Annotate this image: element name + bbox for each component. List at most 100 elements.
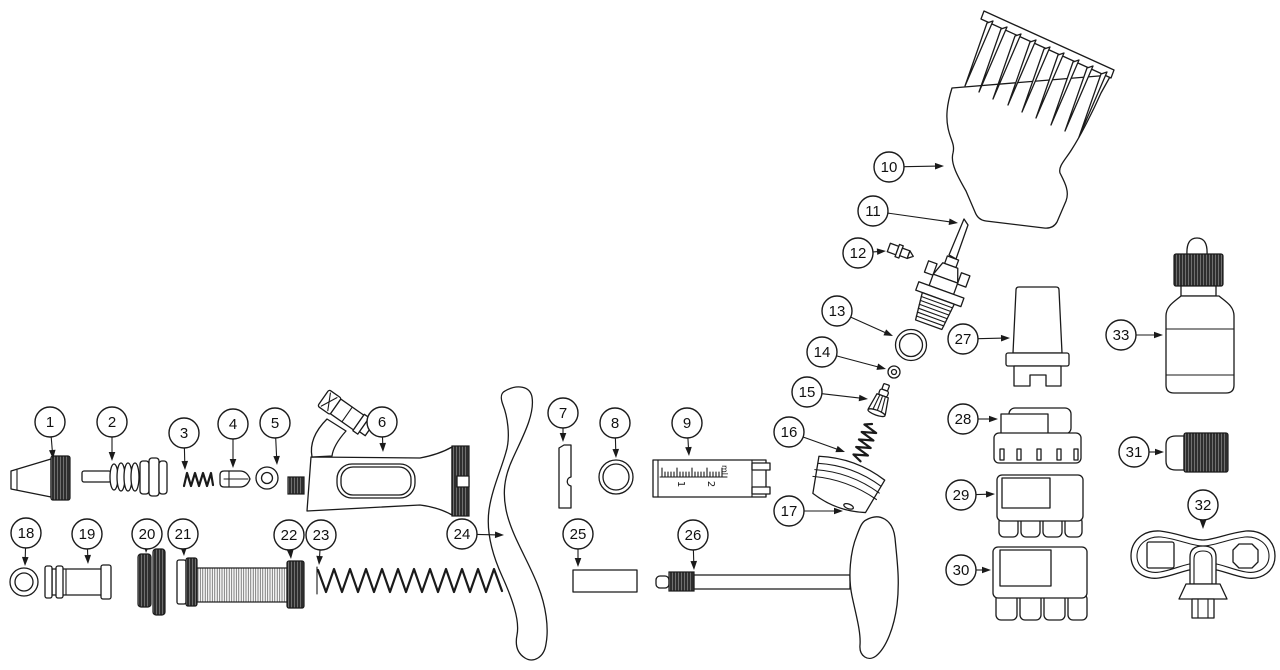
callout-arrow-31 bbox=[1155, 448, 1164, 456]
callout-18[interactable]: 18 bbox=[10, 517, 42, 566]
callout-20[interactable]: 20 bbox=[131, 518, 163, 553]
callout-27[interactable]: 27 bbox=[947, 323, 1010, 355]
part-3 bbox=[182, 471, 215, 488]
callout-23[interactable]: 23 bbox=[305, 519, 337, 565]
part-6-top-valve bbox=[317, 389, 374, 437]
callout-balloon-28[interactable] bbox=[947, 403, 979, 435]
part-17 bbox=[812, 455, 886, 514]
callout-balloon-23[interactable] bbox=[305, 519, 337, 551]
callout-29[interactable]: 29 bbox=[945, 479, 995, 511]
part-26 bbox=[655, 516, 899, 660]
callout-balloon-20[interactable] bbox=[131, 518, 163, 550]
callout-13[interactable]: 13 bbox=[821, 295, 894, 339]
callout-21[interactable]: 21 bbox=[167, 518, 199, 556]
callout-balloon-18[interactable] bbox=[10, 517, 42, 549]
callout-balloon-7[interactable] bbox=[547, 397, 579, 429]
part-14 bbox=[887, 365, 901, 379]
callout-balloon-4[interactable] bbox=[217, 408, 249, 440]
callout-balloon-8[interactable] bbox=[599, 407, 631, 439]
callout-11[interactable]: 11 bbox=[857, 195, 958, 227]
callout-balloon-22[interactable] bbox=[273, 519, 305, 551]
callout-number-3: 3 bbox=[180, 425, 188, 442]
part-9: 1 2 ml bbox=[652, 459, 771, 498]
scale-mark-1: 1 bbox=[675, 481, 686, 487]
callout-3[interactable]: 3 bbox=[168, 417, 200, 470]
callout-31[interactable]: 31 bbox=[1118, 436, 1164, 468]
callout-balloon-33[interactable] bbox=[1105, 319, 1137, 351]
callout-10[interactable]: 10 bbox=[873, 151, 944, 183]
callout-balloon-29[interactable] bbox=[945, 479, 977, 511]
callout-arrow-15 bbox=[858, 394, 868, 402]
callout-balloon-25[interactable] bbox=[562, 518, 594, 550]
callout-balloon-13[interactable] bbox=[821, 295, 853, 327]
callout-arrow-28 bbox=[989, 415, 998, 423]
callout-19[interactable]: 19 bbox=[71, 518, 103, 564]
callout-balloon-17[interactable] bbox=[773, 495, 805, 527]
callout-5[interactable]: 5 bbox=[259, 407, 291, 465]
callout-balloon-9[interactable] bbox=[671, 407, 703, 439]
callout-arrow-23 bbox=[316, 555, 323, 565]
callout-14[interactable]: 14 bbox=[806, 336, 887, 372]
callout-balloon-1[interactable] bbox=[34, 406, 66, 438]
callout-balloon-11[interactable] bbox=[857, 195, 889, 227]
callout-arrow-22 bbox=[286, 549, 294, 559]
part-1 bbox=[10, 455, 71, 501]
callout-number-27: 27 bbox=[955, 331, 972, 348]
callout-balloon-16[interactable] bbox=[773, 416, 805, 448]
callout-17[interactable]: 17 bbox=[773, 495, 843, 527]
callout-balloon-14[interactable] bbox=[806, 336, 838, 368]
callout-25[interactable]: 25 bbox=[562, 518, 594, 567]
callout-arrow-30 bbox=[982, 566, 991, 574]
callout-8[interactable]: 8 bbox=[599, 407, 631, 458]
callout-balloon-27[interactable] bbox=[947, 323, 979, 355]
callout-9[interactable]: 9 bbox=[671, 407, 703, 456]
callout-22[interactable]: 22 bbox=[273, 519, 305, 559]
callout-28[interactable]: 28 bbox=[947, 403, 998, 435]
callout-arrow-1 bbox=[48, 449, 56, 459]
callout-balloon-2[interactable] bbox=[96, 406, 128, 438]
callout-12[interactable]: 12 bbox=[842, 237, 886, 269]
callout-number-16: 16 bbox=[781, 424, 798, 441]
callout-arrow-3 bbox=[181, 460, 189, 470]
callout-number-4: 4 bbox=[229, 416, 237, 433]
callout-33[interactable]: 33 bbox=[1105, 319, 1163, 351]
callout-balloon-12[interactable] bbox=[842, 237, 874, 269]
callout-15[interactable]: 15 bbox=[791, 376, 868, 408]
callout-number-5: 5 bbox=[271, 415, 279, 432]
callout-2[interactable]: 2 bbox=[96, 406, 128, 461]
callout-number-15: 15 bbox=[799, 384, 816, 401]
callout-number-33: 33 bbox=[1113, 327, 1130, 344]
callout-1[interactable]: 1 bbox=[34, 406, 66, 459]
callout-balloon-26[interactable] bbox=[677, 519, 709, 551]
callout-32[interactable]: 32 bbox=[1187, 489, 1219, 529]
callout-4[interactable]: 4 bbox=[217, 408, 249, 468]
callout-26[interactable]: 26 bbox=[677, 519, 709, 570]
callout-16[interactable]: 16 bbox=[773, 416, 846, 455]
callout-balloon-30[interactable] bbox=[945, 554, 977, 586]
callout-balloon-32[interactable] bbox=[1187, 489, 1219, 521]
callout-number-14: 14 bbox=[814, 344, 831, 361]
callout-number-7: 7 bbox=[559, 405, 567, 422]
callout-balloon-24[interactable] bbox=[446, 518, 478, 550]
callout-24[interactable]: 24 bbox=[446, 518, 504, 550]
callout-balloon-21[interactable] bbox=[167, 518, 199, 550]
callout-arrow-19 bbox=[84, 554, 91, 564]
callout-balloon-31[interactable] bbox=[1118, 436, 1150, 468]
callout-balloon-10[interactable] bbox=[873, 151, 905, 183]
callout-30[interactable]: 30 bbox=[945, 554, 991, 586]
callout-arrow-4 bbox=[229, 459, 237, 468]
callout-balloon-19[interactable] bbox=[71, 518, 103, 550]
callout-balloon-6[interactable] bbox=[366, 406, 398, 438]
part-31 bbox=[1165, 432, 1229, 473]
callout-balloon-15[interactable] bbox=[791, 376, 823, 408]
part-30 bbox=[992, 546, 1088, 621]
callout-balloon-5[interactable] bbox=[259, 407, 291, 439]
part-10 bbox=[946, 10, 1115, 229]
part-16 bbox=[852, 422, 878, 463]
callout-arrow-32 bbox=[1199, 520, 1207, 529]
callout-6[interactable]: 6 bbox=[366, 406, 398, 452]
callout-balloon-3[interactable] bbox=[168, 417, 200, 449]
callout-7[interactable]: 7 bbox=[547, 397, 579, 442]
callout-arrow-12 bbox=[876, 248, 886, 255]
